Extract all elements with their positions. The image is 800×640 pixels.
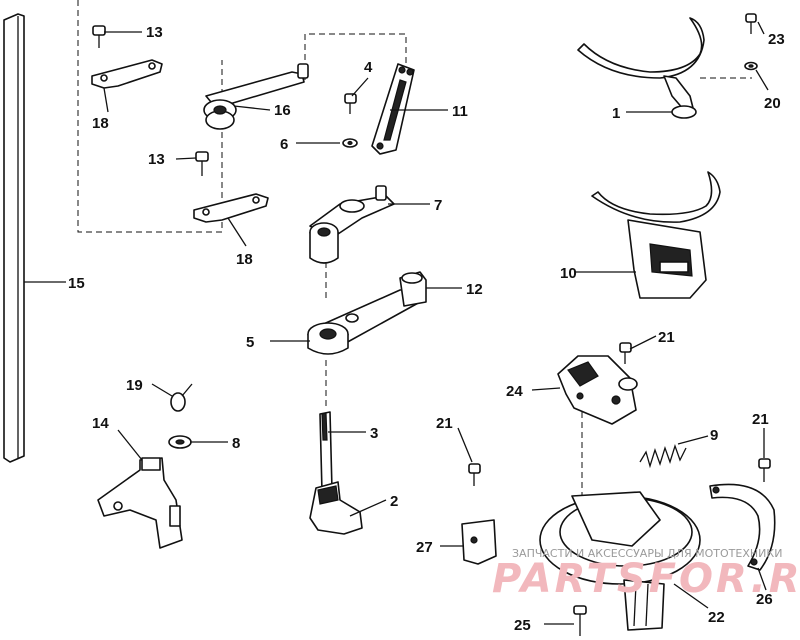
part-19-pin xyxy=(170,383,193,412)
callout-2: 2 xyxy=(390,493,398,510)
assembly-lines-left xyxy=(77,0,407,233)
callout-3: 3 xyxy=(370,425,378,442)
part-9-spring xyxy=(639,443,687,469)
callout-23: 23 xyxy=(768,31,785,48)
callout-22: 22 xyxy=(708,609,725,626)
callout-7: 7 xyxy=(434,197,442,214)
part-13-screw-lower xyxy=(195,151,209,176)
part-18-bracket-upper xyxy=(91,59,163,89)
callout-1: 1 xyxy=(612,105,620,122)
callout-4: 4 xyxy=(364,59,373,76)
part-7-arm xyxy=(309,185,395,264)
callout-26: 26 xyxy=(756,591,773,608)
callout-15: 15 xyxy=(68,275,85,292)
part-14-bracket xyxy=(97,457,183,549)
part-22-plate xyxy=(539,491,701,631)
part-8-washer xyxy=(168,435,192,449)
callout-25: 25 xyxy=(514,617,531,634)
callout-9: 9 xyxy=(710,427,718,444)
callout-18-lower: 18 xyxy=(236,251,253,268)
part-23-screw xyxy=(745,13,757,34)
part-18-bracket-lower xyxy=(193,193,269,223)
callout-10: 10 xyxy=(560,265,577,282)
callout-8: 8 xyxy=(232,435,240,452)
part-20-washer xyxy=(744,61,758,71)
part-2-foot xyxy=(309,481,363,535)
callout-labels: 13 18 16 13 18 4 11 6 7 12 5 3 2 19 8 14… xyxy=(68,24,785,634)
leader-lines xyxy=(24,21,769,625)
callout-21-right: 21 xyxy=(752,411,769,428)
part-6-washer xyxy=(342,138,358,148)
part-10-bracket xyxy=(591,171,721,299)
part-4-screw xyxy=(344,93,357,114)
watermark-logo: PARTSFOR.RU xyxy=(492,556,800,602)
part-5-crank xyxy=(307,313,359,355)
callout-6: 6 xyxy=(280,136,288,153)
watermark: ЗАПЧАСТИ И АКСЕССУАРЫ ДЛЯ МОТОТЕХНИКИ PA… xyxy=(492,547,800,602)
callout-5: 5 xyxy=(246,334,254,351)
callout-21-middle: 21 xyxy=(436,415,453,432)
part-25-screw xyxy=(573,605,587,636)
callout-13-lower: 13 xyxy=(148,151,165,168)
part-21-screw-middle xyxy=(468,463,481,486)
callout-18-upper: 18 xyxy=(92,115,109,132)
callout-20: 20 xyxy=(764,95,781,112)
callout-11: 11 xyxy=(452,103,468,120)
part-15-rod xyxy=(3,13,25,463)
part-13-screw-upper xyxy=(92,25,106,48)
part-16-lever xyxy=(203,63,309,130)
part-27-bracket xyxy=(461,519,497,565)
part-3-shaft xyxy=(319,411,333,493)
callout-16: 16 xyxy=(274,102,291,119)
callout-24: 24 xyxy=(506,383,523,400)
part-11-link xyxy=(371,63,415,155)
part-1-ring xyxy=(577,17,752,119)
callout-13-upper: 13 xyxy=(146,24,163,41)
callout-19: 19 xyxy=(126,377,143,394)
part-24-switch xyxy=(557,355,638,425)
callout-12: 12 xyxy=(466,281,483,298)
watermark-tagline: ЗАПЧАСТИ И АКСЕССУАРЫ ДЛЯ МОТОТЕХНИКИ xyxy=(512,547,782,560)
part-21-screw-right xyxy=(758,458,771,482)
callout-21-upper: 21 xyxy=(658,329,675,346)
part-21-screw-upper xyxy=(619,342,632,364)
part-26-bracket xyxy=(709,483,776,571)
callout-14: 14 xyxy=(92,415,109,432)
callout-27: 27 xyxy=(416,539,433,556)
